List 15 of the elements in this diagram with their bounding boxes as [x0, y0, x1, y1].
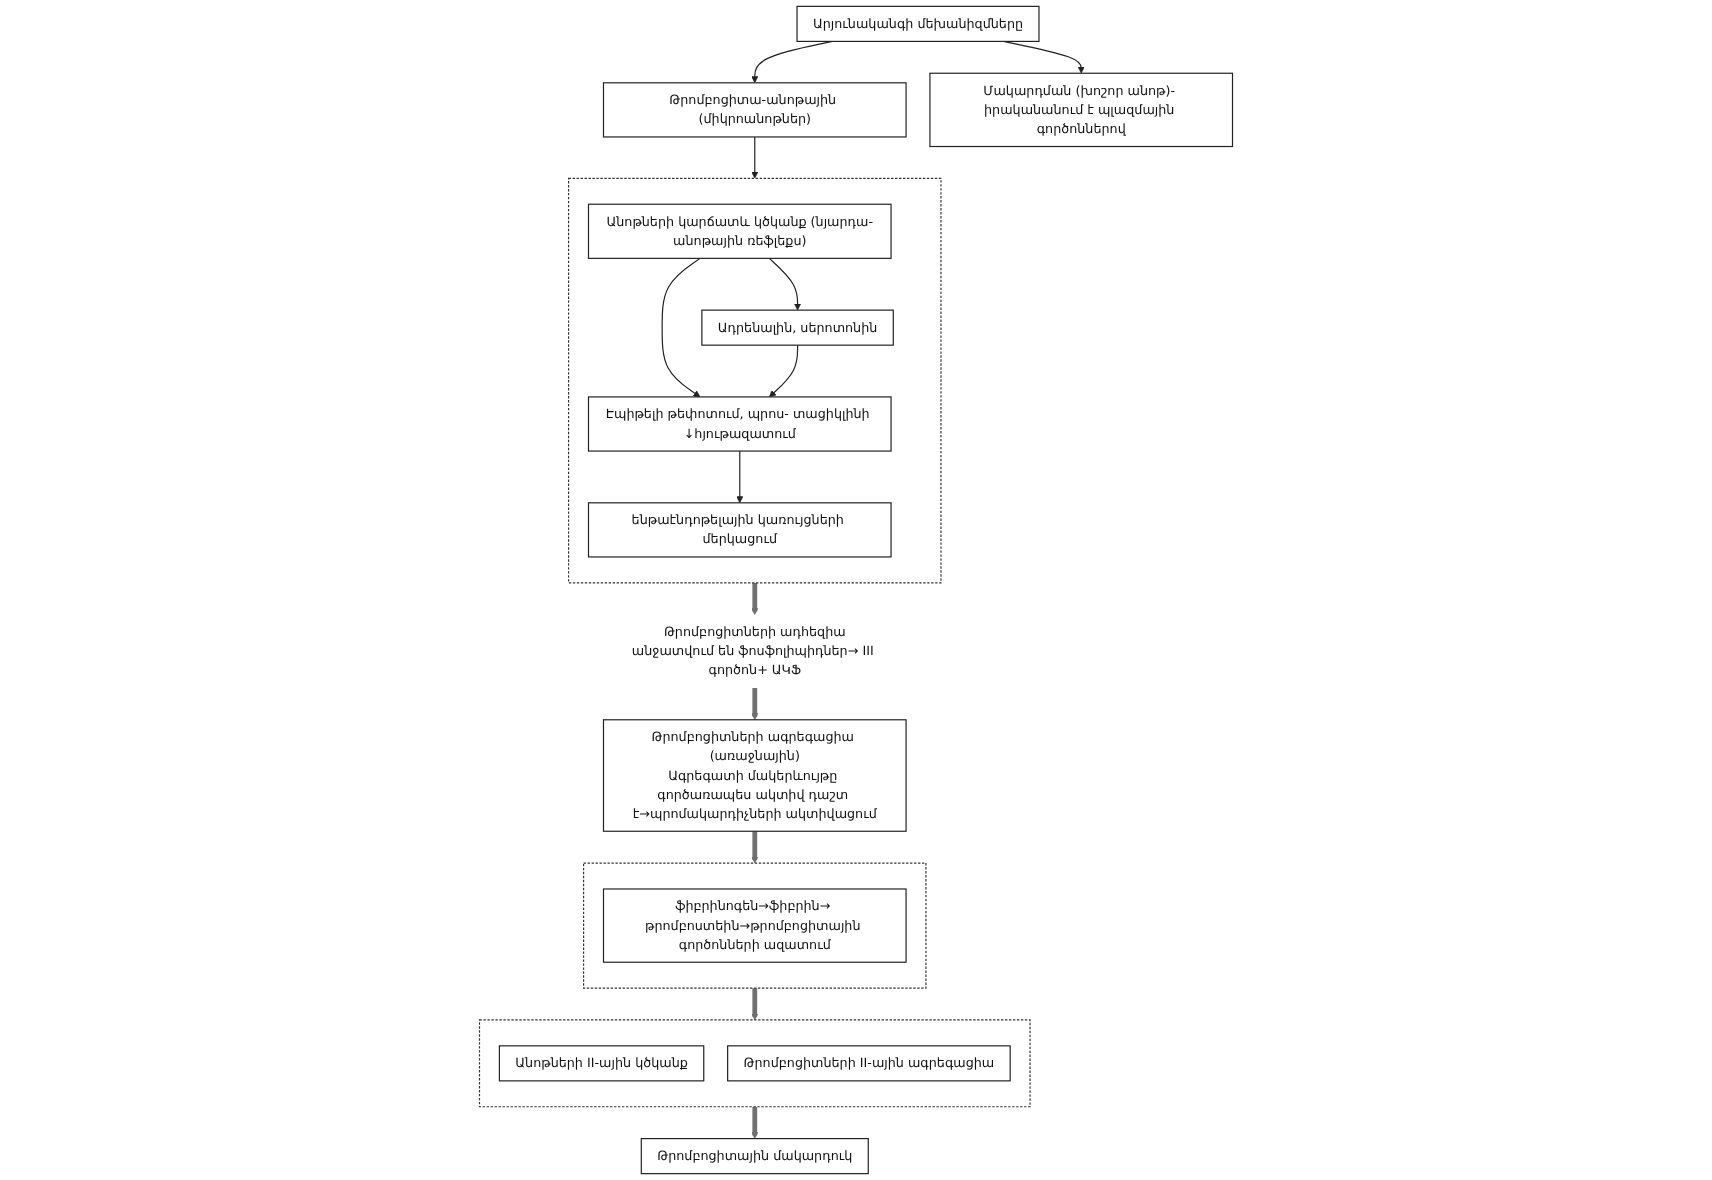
arrow — [751, 136, 759, 179]
arrow — [736, 450, 744, 504]
arrow — [1002, 40, 1085, 74]
arrow — [661, 257, 701, 398]
cluster — [583, 862, 927, 989]
arrow — [751, 1106, 759, 1139]
arrow — [751, 582, 759, 615]
arrow — [751, 988, 759, 1021]
arrow — [751, 831, 759, 864]
arrow — [751, 40, 834, 84]
cluster — [478, 1019, 1031, 1108]
arrow — [769, 344, 799, 398]
cluster — [568, 177, 942, 584]
arrow — [751, 687, 759, 721]
arrow — [768, 257, 802, 311]
